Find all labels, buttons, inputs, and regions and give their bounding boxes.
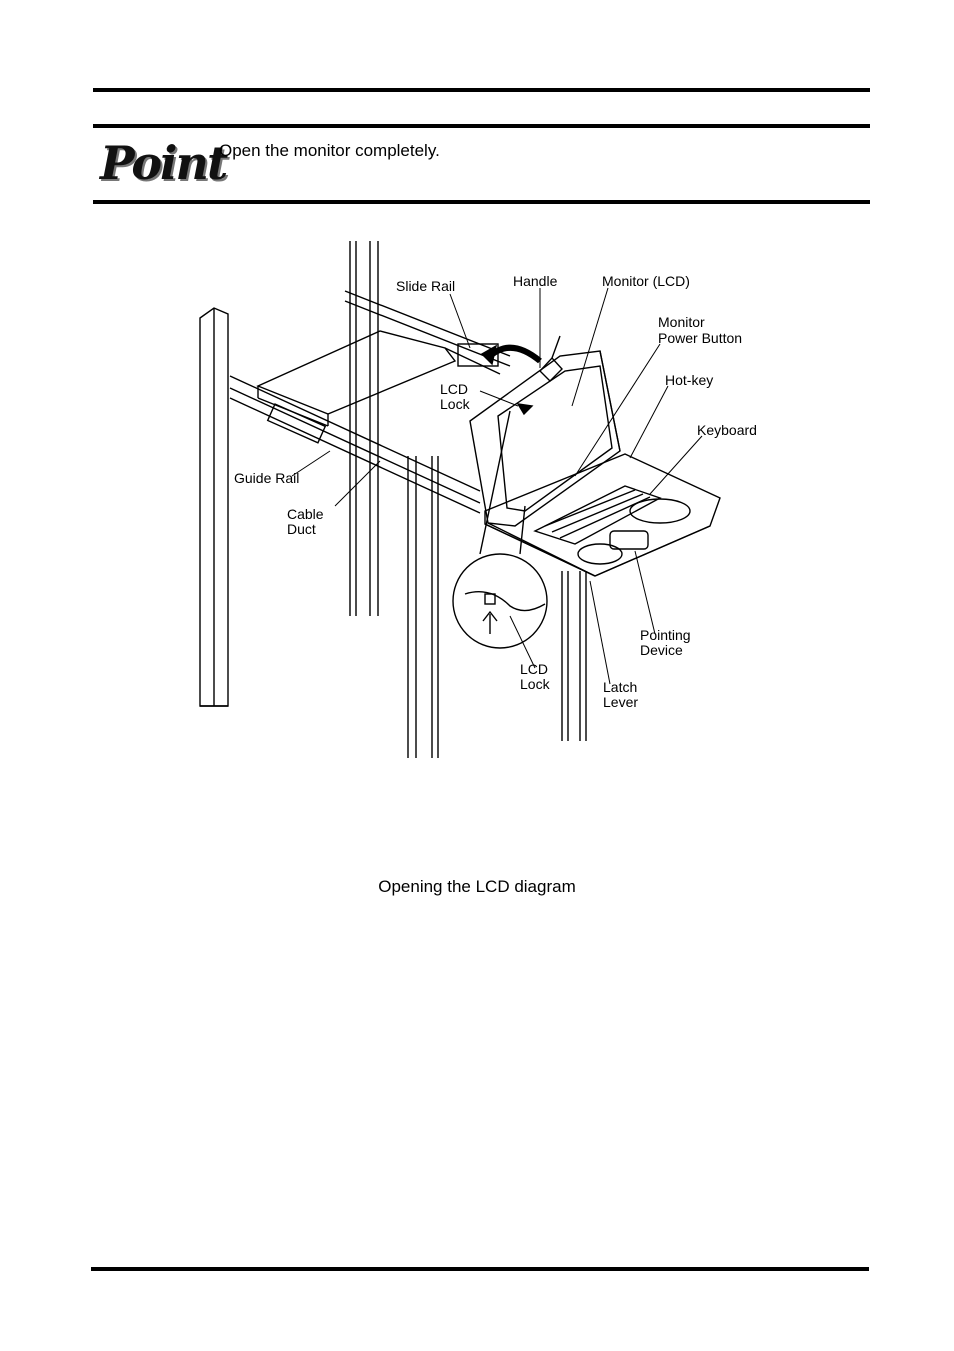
guide-rail (229, 375, 481, 514)
keyboard-tray (484, 453, 721, 577)
rear-rack-post (349, 241, 379, 616)
point-box-top-rule (93, 124, 870, 128)
front-rack-post-right (561, 571, 587, 741)
label-lcd-lock-bottom-2: Lock (520, 676, 551, 692)
bottom-rule (91, 1267, 869, 1271)
top-rule (93, 88, 870, 92)
lcd-diagram: Slide Rail Handle Monitor (LCD) Monitor … (199, 241, 757, 758)
label-handle: Handle (513, 273, 558, 289)
lcd-lock-detail-circle (452, 410, 548, 649)
figure-caption: Opening the LCD diagram (378, 877, 576, 896)
point-box-bottom-rule (93, 200, 870, 204)
front-rack-post-left (407, 456, 439, 758)
label-lcd-lock-top-2: Lock (440, 396, 471, 412)
label-cable-duct-1: Cable (287, 506, 324, 522)
label-lcd-lock-top-1: LCD (440, 381, 468, 397)
point-text: Open the monitor completely. (219, 141, 440, 160)
label-hot-key: Hot-key (665, 372, 713, 388)
label-cable-duct-2: Duct (287, 521, 316, 537)
label-slide-rail: Slide Rail (396, 278, 455, 294)
label-monitor-lcd: Monitor (LCD) (602, 273, 690, 289)
label-monitor-power-2: Power Button (658, 330, 742, 346)
label-lcd-lock-bottom-1: LCD (520, 661, 548, 677)
left-pillar (199, 307, 229, 707)
label-latch-lever-2: Lever (603, 694, 638, 710)
label-latch-lever-1: Latch (603, 679, 637, 695)
label-guide-rail: Guide Rail (234, 470, 299, 486)
label-monitor-power-1: Monitor (658, 314, 705, 330)
label-pointing-device-1: Pointing (640, 627, 691, 643)
point-logo: Point (100, 136, 228, 190)
label-pointing-device-2: Device (640, 642, 683, 658)
server-chassis (256, 330, 501, 427)
label-keyboard: Keyboard (697, 422, 757, 438)
